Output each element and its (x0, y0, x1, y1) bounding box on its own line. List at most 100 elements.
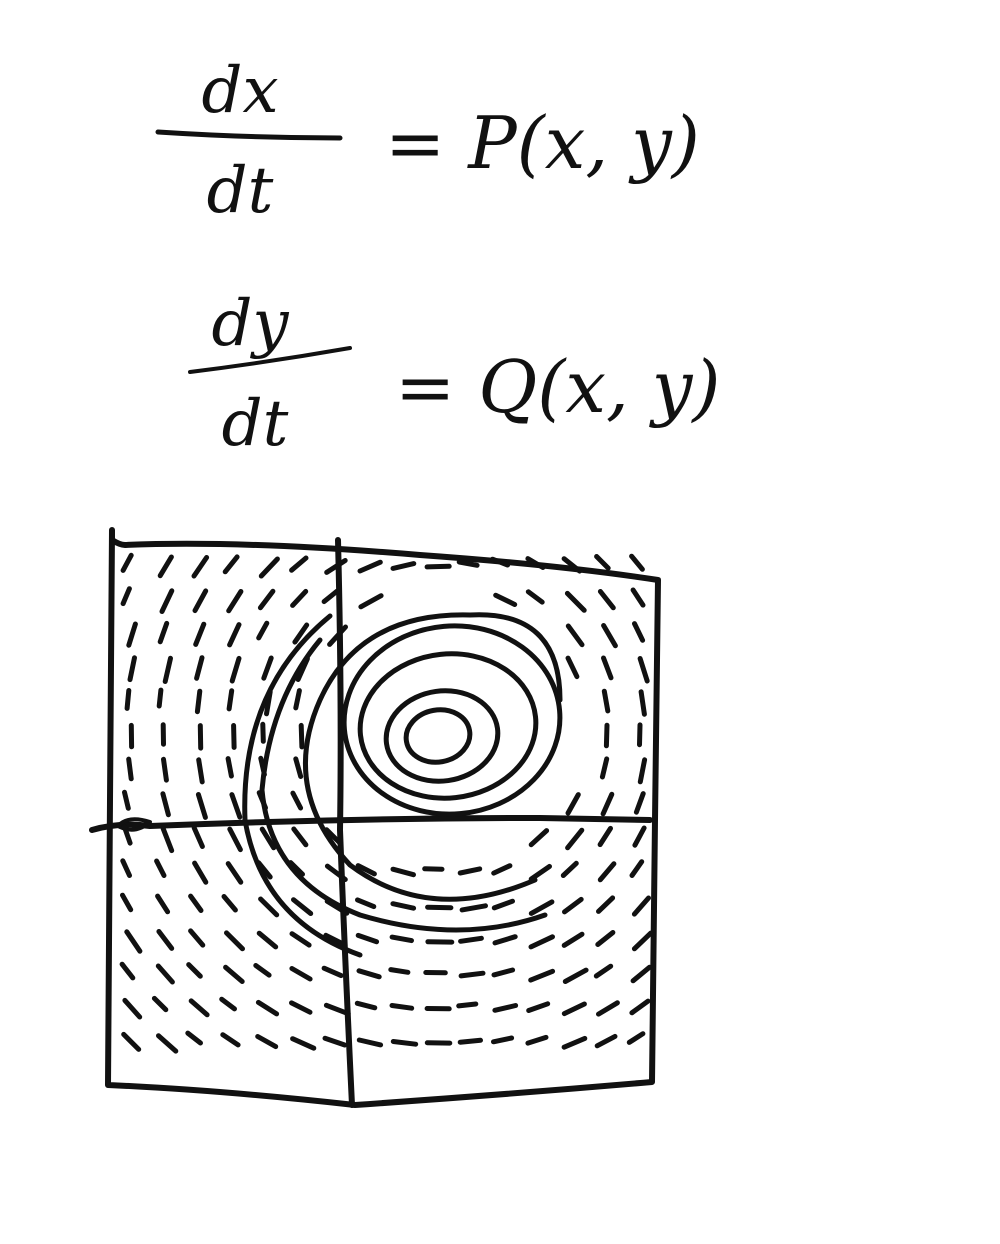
direction-dash (191, 825, 205, 849)
direction-dash (154, 858, 167, 878)
direction-dash (157, 620, 170, 645)
direction-dash (561, 1035, 588, 1050)
direction-dash (561, 556, 583, 574)
direction-dash (298, 722, 305, 750)
direction-dash (185, 1030, 203, 1046)
direction-dash (291, 826, 309, 848)
direction-dash (390, 866, 416, 878)
direction-dash (160, 791, 171, 818)
direction-dash (459, 903, 488, 913)
direction-dash (596, 895, 616, 914)
direction-dash (289, 555, 309, 573)
direction-dash (525, 589, 545, 605)
direction-dash (637, 757, 648, 785)
direction-dash (425, 904, 454, 911)
direction-dash (629, 998, 651, 1016)
direction-dash (457, 866, 483, 876)
direction-dash (256, 930, 279, 950)
direction-dash (122, 789, 131, 811)
direction-dash (289, 1000, 313, 1015)
direction-dash (124, 929, 143, 954)
direction-dash (456, 1001, 479, 1009)
direction-dash (188, 928, 206, 948)
direction-dash (293, 688, 302, 711)
direction-dash (194, 655, 205, 681)
direction-dash (156, 687, 164, 709)
direction-dash (119, 961, 136, 981)
direction-dash (637, 722, 643, 748)
direction-dash (601, 623, 618, 649)
direction-dash (565, 792, 581, 816)
direction-dash (595, 930, 616, 947)
direction-dash (192, 588, 209, 614)
direction-dash (221, 894, 238, 913)
direction-dash (356, 1037, 384, 1048)
orbit-7 (242, 613, 363, 958)
direction-dash (355, 897, 377, 910)
direction-dash (638, 689, 647, 717)
direction-dash (188, 893, 204, 913)
direction-dash (186, 962, 203, 979)
orbit-6 (259, 637, 548, 933)
direction-dash (389, 1003, 415, 1011)
direction-dash (156, 929, 175, 951)
direction-dash (600, 791, 615, 817)
direction-dash (626, 1031, 646, 1045)
orbit-3 (357, 651, 539, 801)
direction-dash (290, 588, 309, 608)
direction-dash (126, 621, 138, 648)
direction-dash (565, 623, 585, 648)
eq2-denominator: dt (222, 387, 289, 461)
x-axis (89, 815, 653, 833)
direction-dash (457, 1037, 483, 1045)
direction-dash (121, 1031, 142, 1052)
direction-dash (324, 827, 343, 846)
direction-dash (565, 655, 580, 680)
direction-dash (458, 970, 486, 979)
direction-dash (631, 930, 654, 952)
direction-dash (389, 934, 414, 944)
direction-dash (120, 892, 134, 913)
direction-dash (226, 589, 244, 614)
direction-dash (223, 964, 245, 984)
direction-dash (562, 896, 584, 915)
direction-dash (194, 688, 203, 715)
direction-dash (632, 621, 646, 643)
direction-dash (188, 998, 210, 1018)
direction-dash (390, 561, 417, 571)
direction-dash (355, 863, 377, 877)
direction-dash (492, 934, 518, 946)
direction-dash (289, 966, 313, 982)
direction-dash (292, 622, 310, 645)
direction-dash (564, 590, 587, 613)
direction-dash (121, 824, 133, 846)
direction-dash (528, 899, 555, 916)
direction-dash (160, 826, 175, 854)
plot-frame (105, 527, 661, 1108)
direction-dash (290, 790, 304, 811)
direction-dash (632, 825, 647, 848)
direction-dash (424, 563, 452, 570)
direction-dash (162, 655, 173, 684)
direction-dash (528, 934, 555, 950)
direction-dash (593, 963, 614, 979)
eq1-numerator: dx (201, 54, 278, 128)
direction-field (119, 552, 654, 1054)
direction-dash (491, 863, 513, 876)
direction-dash (528, 863, 552, 882)
direction-dash (191, 555, 210, 579)
direction-dash (354, 1000, 378, 1011)
orbit-4 (341, 623, 563, 817)
direction-dash (323, 1002, 351, 1017)
direction-dash (255, 1034, 279, 1050)
eq1-denominator: dt (207, 154, 274, 228)
direction-dash (256, 860, 273, 880)
direction-dash (562, 967, 589, 984)
direction-dash (565, 827, 585, 851)
eq1-rhs: = P(x, y) (385, 101, 700, 185)
direction-dash (324, 558, 348, 575)
direction-dash (225, 861, 244, 885)
direction-dash (493, 592, 518, 607)
direction-dash (491, 898, 515, 911)
direction-dash (637, 656, 650, 684)
